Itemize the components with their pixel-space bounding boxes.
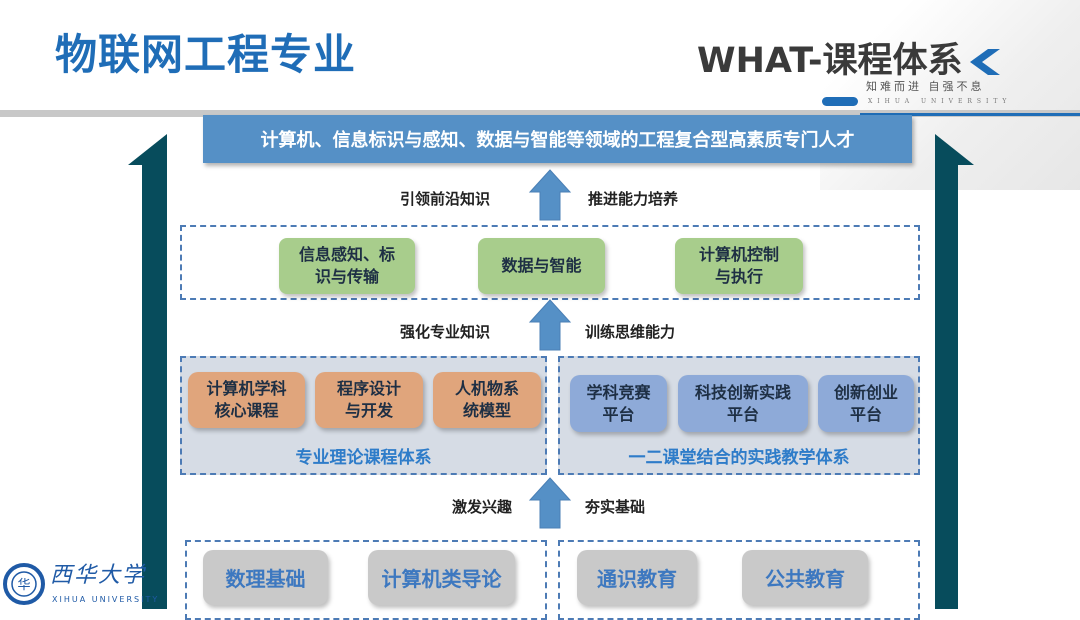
university-name: 西华大学 [50,563,147,588]
university-motto-en: XIHUA UNIVERSITY [868,98,1012,105]
math-foundation: 数理基础 [203,550,328,605]
innovation-practice-platform: 科技创新实践平台 [678,375,808,432]
level2-right-label: 训练思维能力 [585,323,676,341]
level3-left-label: 引领前沿知识 [400,190,491,208]
programming-courses: 程序设计与开发 [315,372,423,428]
university-motto: 知难而进 自强不息 [866,80,985,93]
public-education: 公共教育 [742,550,868,605]
level2-left-label: 强化专业知识 [400,323,491,341]
entrepreneurship-platform: 创新创业平台 [818,375,914,432]
header-divider [0,110,1080,117]
right-up-arrow [935,134,974,609]
page-title: 物联网工程专业 [55,30,357,79]
svg-text:华: 华 [17,578,30,593]
chevron-left-icon [970,49,1000,75]
core-courses: 计算机学科核心课程 [188,372,305,428]
university-name-en: XIHUA UNIVERSITY [52,595,160,604]
direction-sensing: 信息感知、标识与传输 [279,238,415,294]
up-arrow-icon [528,477,572,529]
computer-intro: 计算机类导论 [368,550,515,605]
page-subtitle: WHAT-课程体系 [697,41,963,81]
up-arrow-icon [528,169,572,221]
university-seal-logo: 华 [3,563,45,605]
header-accent-line [860,113,1080,116]
level1-left-label: 激发兴趣 [452,498,513,516]
accent-bar [822,97,858,106]
level3-right-label: 推进能力培养 [588,190,679,208]
direction-control: 计算机控制与执行 [675,238,803,294]
cps-model-courses: 人机物系统模型 [433,372,541,428]
level1-right-label: 夯实基础 [585,498,646,516]
theory-system-title: 专业理论课程体系 [295,448,432,468]
specialty-direction-group [180,225,920,300]
competition-platform: 学科竞赛平台 [570,375,667,432]
goal-banner: 计算机、信息标识与感知、数据与智能等领域的工程复合型高素质专门人才 [203,115,912,163]
practice-system-title: 一二课堂结合的实践教学体系 [628,448,850,468]
direction-data-intelligence: 数据与智能 [478,238,605,294]
general-education: 通识教育 [577,550,697,605]
left-up-arrow [128,134,167,609]
up-arrow-icon [528,299,572,351]
